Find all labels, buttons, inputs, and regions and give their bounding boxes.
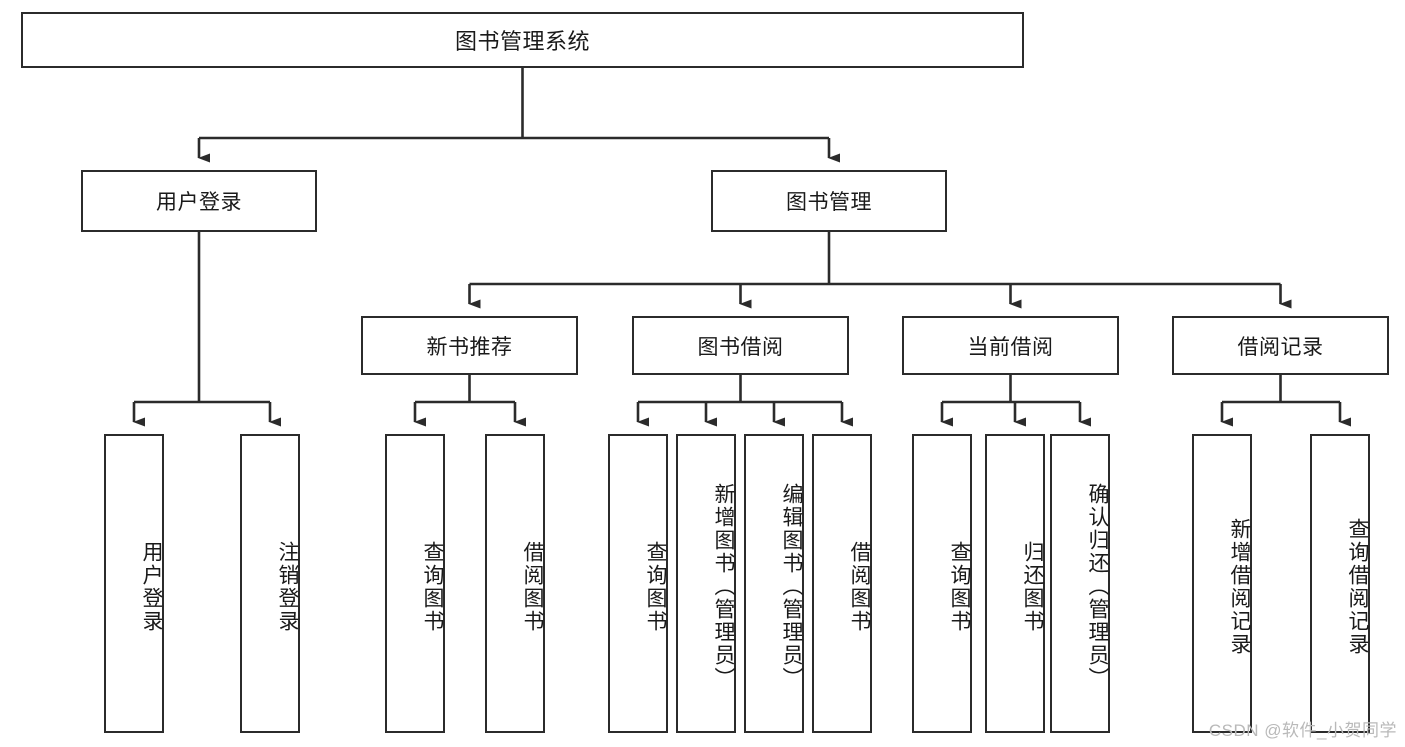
leaf-user-login-label: 用户登录: [140, 540, 163, 633]
leaf-query-book-current[interactable]: 查询图书: [912, 434, 972, 733]
leaf-borrow-book-label: 借阅图书: [848, 540, 871, 633]
watermark: CSDN @软件_小贺同学: [1208, 721, 1397, 740]
leaf-confirm-return-admin-label: 确认归还（管理员）: [1086, 483, 1109, 690]
leaf-borrow-book[interactable]: 借阅图书: [812, 434, 872, 733]
node-user-login[interactable]: 用户登录: [81, 170, 317, 232]
node-borrow-record-label: 借阅记录: [1237, 335, 1324, 359]
leaf-logout-label: 注销登录: [276, 540, 299, 633]
leaf-add-borrow-record-label: 新增借阅记录: [1228, 517, 1251, 656]
leaf-query-book-current-label: 查询图书: [948, 540, 971, 633]
node-book-management-label: 图书管理: [786, 191, 872, 214]
leaf-add-book-admin[interactable]: 新增图书（管理员）: [676, 434, 736, 733]
leaf-edit-book-admin-label: 编辑图书（管理员）: [780, 483, 803, 690]
leaf-user-login[interactable]: 用户登录: [104, 434, 164, 733]
node-borrow-record[interactable]: 借阅记录: [1172, 316, 1389, 375]
leaf-logout[interactable]: 注销登录: [240, 434, 300, 733]
node-current-borrow-label: 当前借阅: [967, 335, 1054, 359]
node-root-label: 图书管理系统: [454, 29, 590, 54]
leaf-query-borrow-record-label: 查询借阅记录: [1346, 517, 1369, 656]
leaf-query-book-borrow[interactable]: 查询图书: [608, 434, 668, 733]
leaf-edit-book-admin[interactable]: 编辑图书（管理员）: [744, 434, 804, 733]
leaf-confirm-return-admin[interactable]: 确认归还（管理员）: [1050, 434, 1110, 733]
leaf-borrow-book-recommend[interactable]: 借阅图书: [485, 434, 545, 733]
leaf-query-book-borrow-label: 查询图书: [644, 540, 667, 633]
leaf-query-book-recommend[interactable]: 查询图书: [385, 434, 445, 733]
leaf-add-book-admin-label: 新增图书（管理员）: [712, 483, 735, 690]
node-current-borrow[interactable]: 当前借阅: [902, 316, 1119, 375]
node-new-book-recommend-label: 新书推荐: [426, 335, 513, 359]
leaf-borrow-book-recommend-label: 借阅图书: [521, 540, 544, 633]
node-user-login-label: 用户登录: [156, 191, 242, 214]
node-book-borrow-label: 图书借阅: [697, 335, 784, 359]
node-book-borrow[interactable]: 图书借阅: [632, 316, 849, 375]
node-new-book-recommend[interactable]: 新书推荐: [361, 316, 578, 375]
leaf-return-book-label: 归还图书: [1021, 540, 1044, 633]
node-root[interactable]: 图书管理系统: [21, 12, 1024, 68]
node-book-management[interactable]: 图书管理: [711, 170, 947, 232]
leaf-query-book-recommend-label: 查询图书: [421, 540, 444, 633]
leaf-return-book[interactable]: 归还图书: [985, 434, 1045, 733]
leaf-query-borrow-record[interactable]: 查询借阅记录: [1310, 434, 1370, 733]
leaf-add-borrow-record[interactable]: 新增借阅记录: [1192, 434, 1252, 733]
